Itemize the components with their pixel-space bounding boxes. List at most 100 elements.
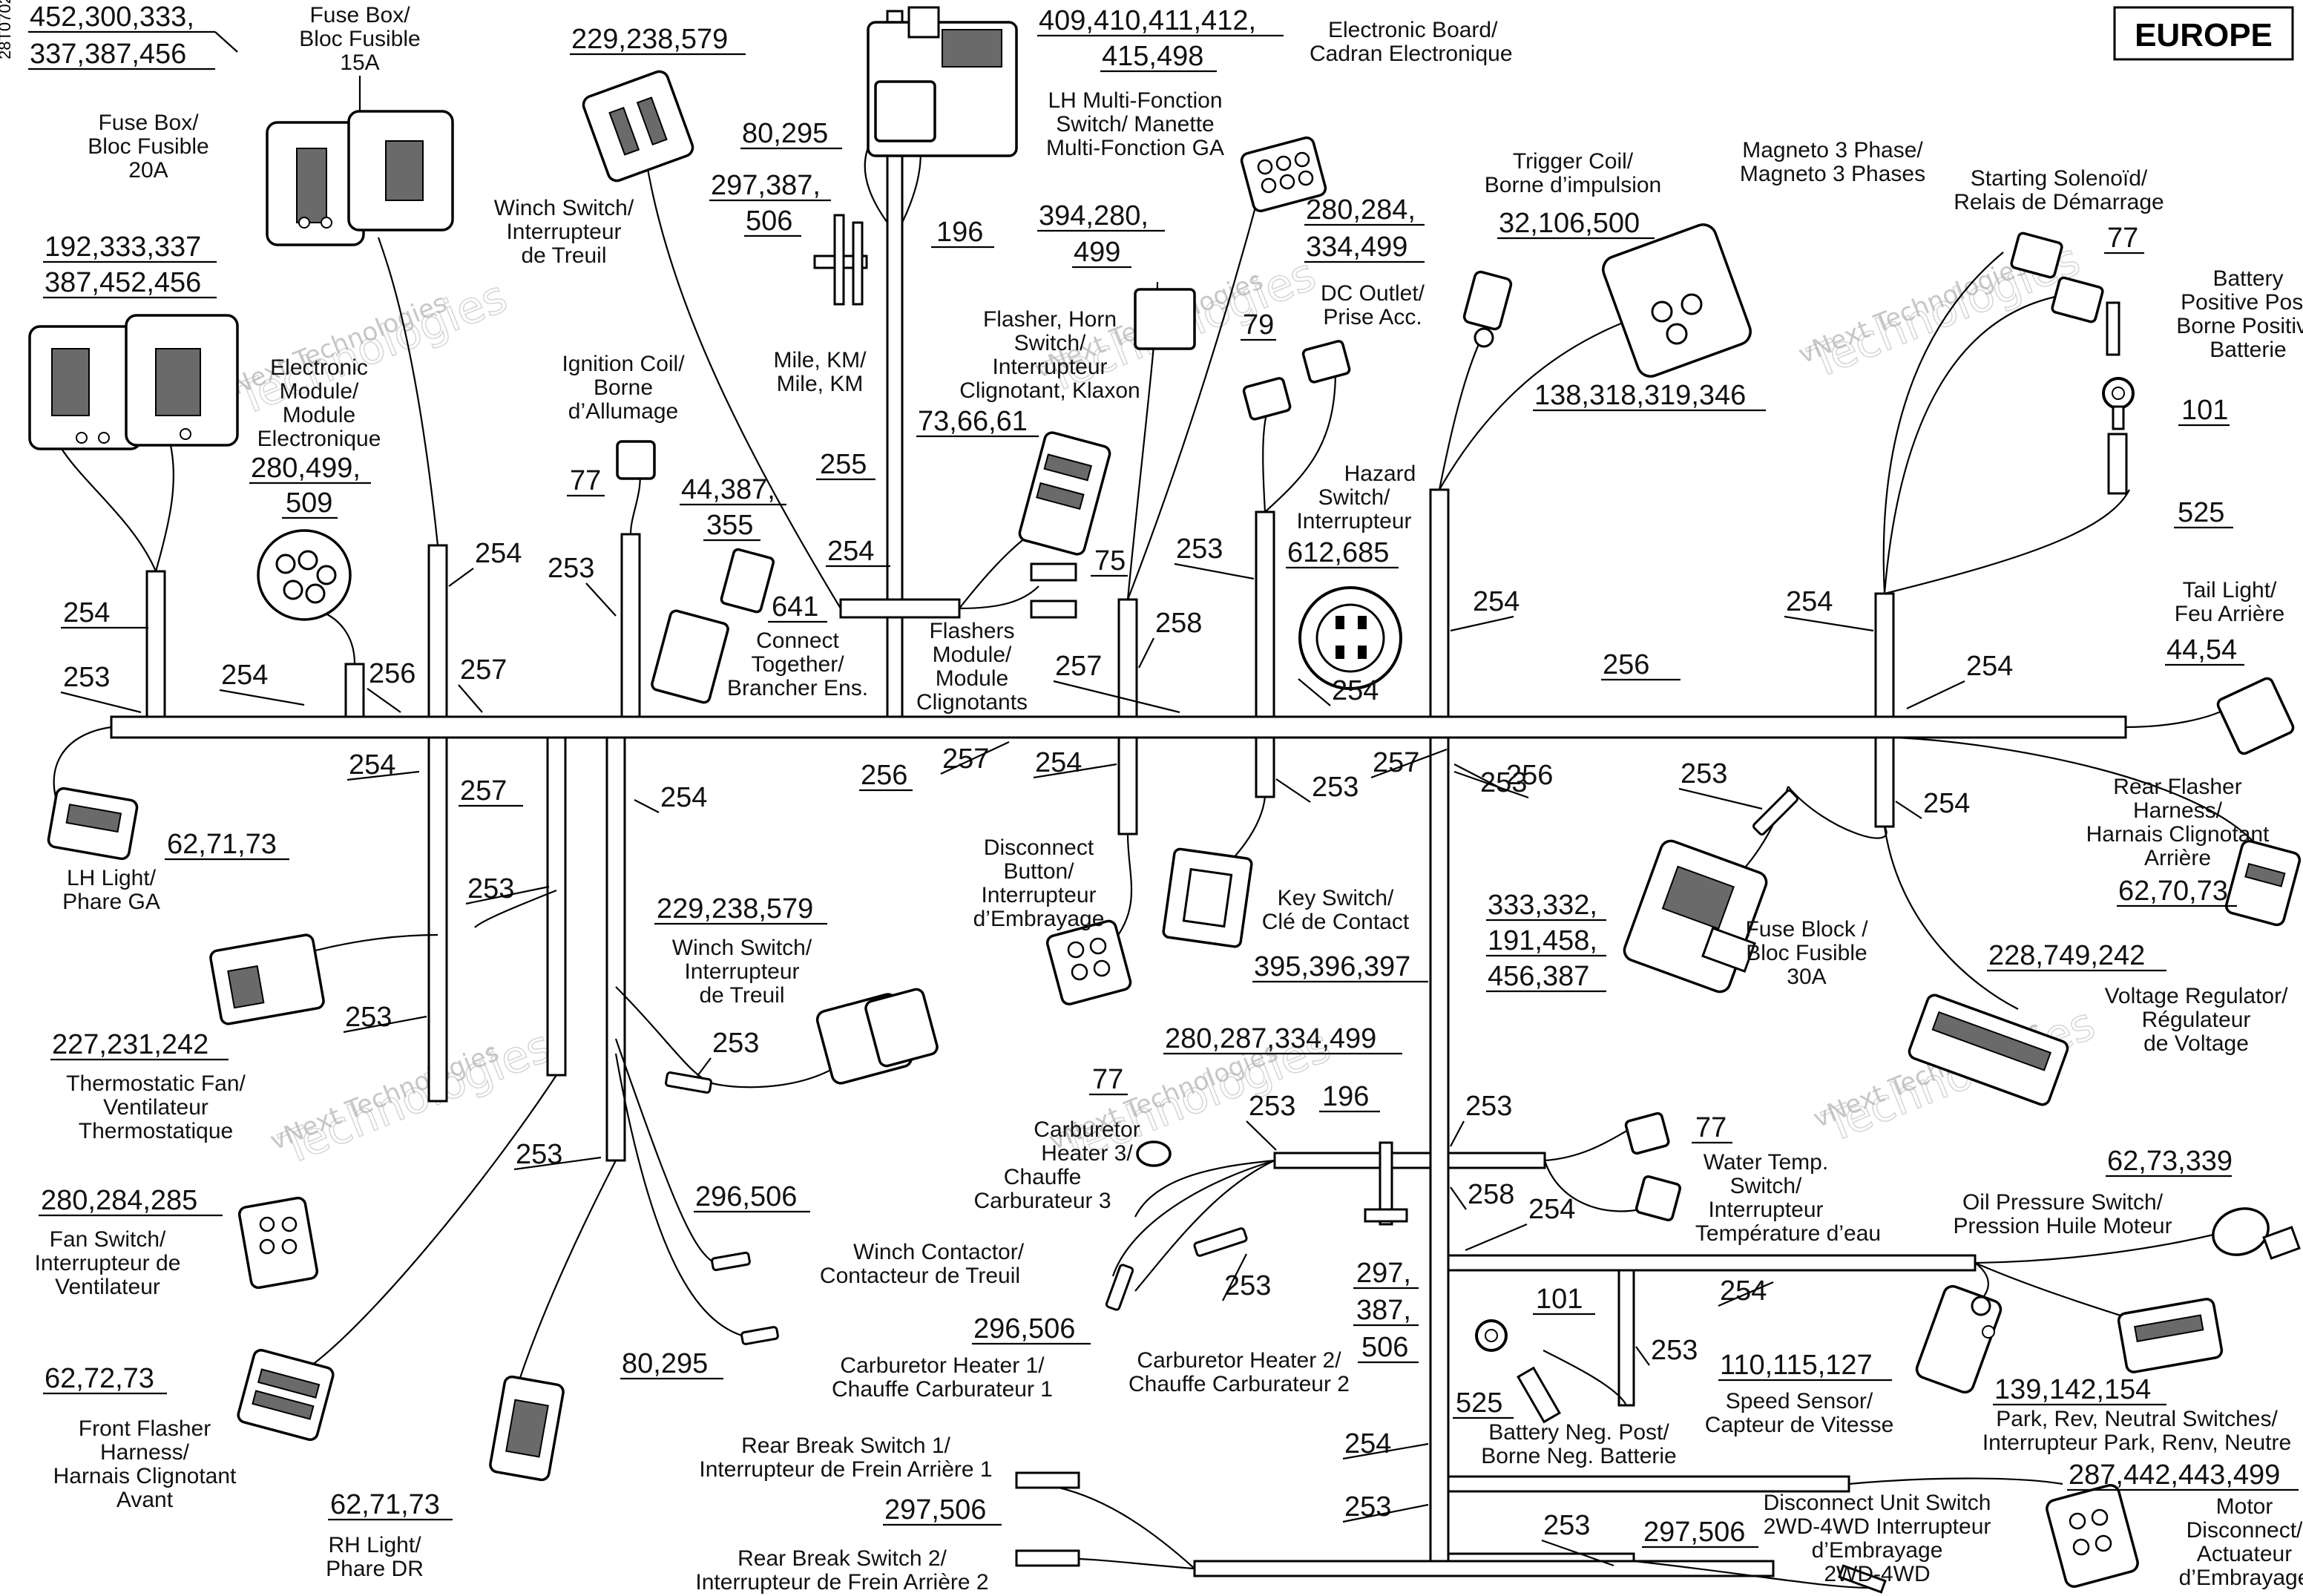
watermarks: vNext Technologies Technologies vNext Te… — [214, 233, 2102, 1176]
winch1-label-line1: Winch Switch/ — [494, 196, 634, 220]
watermark-text: Technologies — [229, 271, 514, 427]
carburetor-heater-3-connector-icon — [1136, 1140, 1172, 1167]
magneto-label-line1: Magneto 3 Phase/ — [1742, 138, 1923, 162]
ign-label-line1: Ignition Coil/ — [562, 352, 685, 376]
wire-number: 256 — [1506, 760, 1553, 791]
tail-label-line1: Tail Light/ — [2183, 578, 2277, 602]
tail-label-line2: Feu Arrière — [2175, 602, 2284, 626]
rbs1-label-line1: Rear Break Switch 1/ — [741, 1434, 950, 1458]
connect-label-line2: Together/ — [751, 652, 844, 677]
fan-label-line3: Ventilateur — [55, 1275, 160, 1299]
fuse20-label-line2: Bloc Fusible — [88, 134, 208, 159]
solenoid-label-line1: Starting Solenoïd/ — [1971, 166, 2148, 191]
lhmf-label-line2: Switch/ Manette — [1056, 112, 1214, 137]
fan-codes: 280,284,285 — [41, 1185, 197, 1216]
components — [28, 6, 2302, 1588]
ffl-label-line4: Avant — [116, 1488, 174, 1512]
code-297-bottom-line2: 387, — [1356, 1295, 1411, 1326]
trigger-coil-connector-icon — [1462, 270, 1513, 348]
lhmf-label-line1: LH Multi-Fonction — [1048, 88, 1222, 113]
water-label-line2: Switch/ — [1730, 1174, 1802, 1198]
region-label: EUROPE — [2135, 17, 2273, 53]
code-80-lower: 80,295 — [622, 1348, 708, 1379]
tail-codes: 44,54 — [2166, 634, 2237, 666]
lhlight-codes: 62,71,73 — [167, 829, 277, 860]
key-label-line1: Key Switch/ — [1278, 886, 1394, 910]
rear-flasher-connector-icon — [2224, 839, 2302, 927]
rbs2-label-line1: Rear Break Switch 2/ — [737, 1546, 947, 1571]
vreg-codes: 228,749,242 — [1988, 940, 2145, 971]
wire-number: 253 — [1224, 1270, 1271, 1301]
speed-label-line2: Capteur de Vitesse — [1705, 1413, 1894, 1437]
rfh-label-line3: Harnais Clignotant — [2086, 822, 2270, 847]
key-label-line2: Clé de Contact — [1262, 910, 1410, 934]
rhl-label-line1: RH Light/ — [328, 1533, 421, 1557]
code-79: 79 — [1243, 309, 1274, 341]
trigger-label-line1: Trigger Coil/ — [1513, 149, 1634, 174]
wire-number: 254 — [1923, 788, 1970, 819]
oil-pressure-connector-icon — [2212, 1207, 2301, 1260]
wire-number: 257 — [1055, 651, 1102, 682]
therm-codes: 227,231,242 — [52, 1029, 208, 1060]
wire-number: 253 — [1651, 1335, 1698, 1366]
carb2-label-line1: Carburetor Heater 2/ — [1137, 1348, 1341, 1373]
therm-label-line2: Ventilateur — [103, 1095, 208, 1120]
wire-number-labels: 254 253 254 256 257 254 253 254 257 256 … — [60, 533, 2013, 1567]
electronic-module-connector-icon — [257, 529, 352, 621]
wire-number: 253 — [1344, 1491, 1391, 1523]
wire-number: 257 — [460, 654, 507, 686]
motor-label-line3: Actuateur — [2197, 1542, 2292, 1566]
motor-codes: 287,442,443,499 — [2069, 1459, 2280, 1491]
dc-label-line1: DC Outlet/ — [1321, 281, 1425, 306]
emod-label-line4: Electronique — [257, 427, 381, 451]
rhl-codes: 62,71,73 — [330, 1489, 440, 1520]
rfh-codes: 62,70,73 — [2118, 876, 2228, 907]
emod-codes-line2: 509 — [286, 487, 332, 519]
therm-label-line1: Thermostatic Fan/ — [66, 1071, 246, 1096]
water-label-line1: Water Temp. — [1704, 1150, 1828, 1175]
fuse-box-15a-icon — [266, 110, 454, 246]
code-296-lower: 296,506 — [973, 1313, 1075, 1344]
ignition-coil-connector-icon — [616, 440, 656, 480]
carb3-label-line4: Carburateur 3 — [973, 1189, 1111, 1213]
battery-positive-ring-icon — [2102, 377, 2135, 495]
motor-label-line2: Disconnect/ — [2187, 1518, 2303, 1543]
electronic-board-connector-icon — [867, 6, 1018, 157]
winch2-label-line3: de Treuil — [699, 983, 784, 1008]
du-label-line2: 2WD-4WD Interrupteur — [1764, 1514, 1991, 1539]
batpos-label-line1: Battery — [2212, 266, 2283, 291]
connect-label-line1: Connect — [756, 628, 839, 653]
batpos-label-line2: Positive Post/ — [2181, 290, 2303, 315]
ffl-codes: 62,72,73 — [45, 1363, 154, 1394]
wire-number: 253 — [548, 553, 594, 584]
fuse15-label-line1: Fuse Box/ — [309, 3, 410, 27]
code-297-387-line1: 297,387, — [711, 170, 821, 201]
ign-label-line3: d’Allumage — [568, 399, 678, 424]
lhmf-label-line3: Multi-Fonction GA — [1046, 136, 1224, 160]
du-label-line4: 2WD-4WD — [1824, 1562, 1930, 1586]
fuse-box-20a-icon — [28, 314, 239, 450]
wire-number: 258 — [1468, 1179, 1514, 1210]
flasher-label-line2: Switch/ — [1014, 331, 1086, 355]
fuse20-codes-line2: 387,452,456 — [45, 267, 201, 298]
lhlight-label-line2: Phare GA — [62, 890, 160, 914]
magneto-label-line2: Magneto 3 Phases — [1740, 162, 1925, 186]
wire-number: 253 — [1681, 758, 1727, 789]
wire-number: 256 — [369, 658, 415, 689]
component-labels: 452,300,333, 337,387,456 Fuse Box/ Bloc … — [28, 1, 2303, 1595]
wire-number: 253 — [467, 873, 514, 904]
ffl-label-line1: Front Flasher — [79, 1416, 211, 1441]
flasher-label-line4: Clignotant, Klaxon — [959, 378, 1140, 403]
disc-label-line4: d’Embrayage — [973, 907, 1105, 931]
wire-number: 254 — [1786, 586, 1833, 617]
emod-label-line1: Electronic — [270, 355, 368, 380]
tail-light-connector-icon — [2216, 677, 2295, 755]
rhl-label-line2: Phare DR — [326, 1557, 424, 1581]
vreg-label-line1: Voltage Regulator/ — [2105, 984, 2289, 1008]
wire-number: 254 — [475, 538, 522, 569]
park-rev-neutral-connector-icon — [2117, 1298, 2224, 1373]
wire-number: 257 — [460, 775, 507, 807]
park-label-line2: Interrupteur Park, Renv, Neutre — [1982, 1431, 2291, 1455]
inline-couplers — [665, 214, 2120, 1594]
winch2-label-line2: Interrupteur — [684, 959, 799, 984]
